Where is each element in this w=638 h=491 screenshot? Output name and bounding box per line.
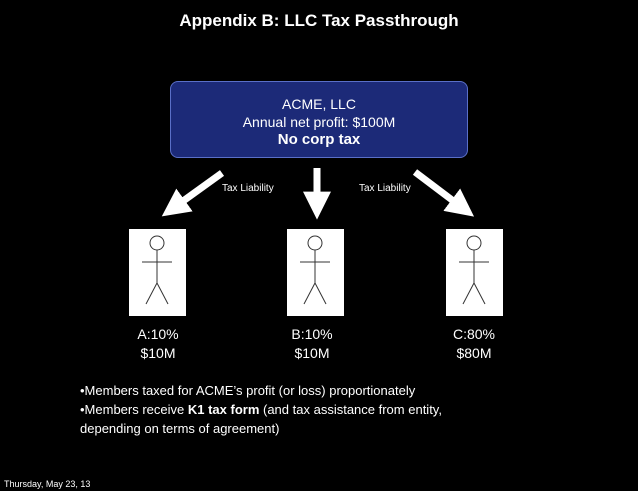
bullet-2: •Members receive K1 tax form (and tax as… <box>80 400 540 419</box>
stick-figure-icon <box>142 235 172 305</box>
entity-profit: Annual net profit: $100M <box>242 114 396 130</box>
member-c-figure <box>446 229 503 316</box>
member-b-amount: $10M <box>294 345 330 361</box>
bullet-2-bold: K1 tax form <box>187 402 260 417</box>
member-a-share: A:10% <box>137 326 179 342</box>
slide-title: Appendix B: LLC Tax Passthrough <box>179 11 459 30</box>
arrow-to-member-a <box>161 170 225 217</box>
bullet-2-continuation: depending on terms of agreement) <box>80 421 280 436</box>
member-a-figure <box>129 229 186 316</box>
stick-figure-icon <box>300 235 330 305</box>
bullet-1: •Members taxed for ACME’s profit (or los… <box>80 383 416 398</box>
tax-liability-label-right: Tax Liability <box>359 183 411 194</box>
member-b-share: B:10% <box>291 326 333 342</box>
member-a-amount: $10M <box>140 345 176 361</box>
tax-liability-label-left: Tax Liability <box>222 183 274 194</box>
stick-figure-icon <box>459 235 489 305</box>
member-c-share: C:80% <box>452 326 496 342</box>
entity-tax-note: No corp tax <box>277 131 361 148</box>
bullet-list: •Members taxed for ACME’s profit (or los… <box>80 381 540 438</box>
entity-box: ACME, LLC Annual net profit: $100M No co… <box>170 81 468 158</box>
member-c-amount: $80M <box>456 345 492 361</box>
bullet-2-pre: •Members receive <box>80 402 188 417</box>
member-b-label: B:10% $10M <box>272 325 352 363</box>
entity-name: ACME, LLC <box>282 96 356 112</box>
member-b-figure <box>287 229 344 316</box>
member-c-label: C:80% $80M <box>434 325 514 363</box>
arrow-to-member-c <box>412 169 475 217</box>
slide-footer-date: Thursday, May 23, 13 <box>4 479 91 489</box>
member-a-label: A:10% $10M <box>118 325 198 363</box>
bullet-2-post: (and tax assistance from entity, <box>259 402 442 417</box>
